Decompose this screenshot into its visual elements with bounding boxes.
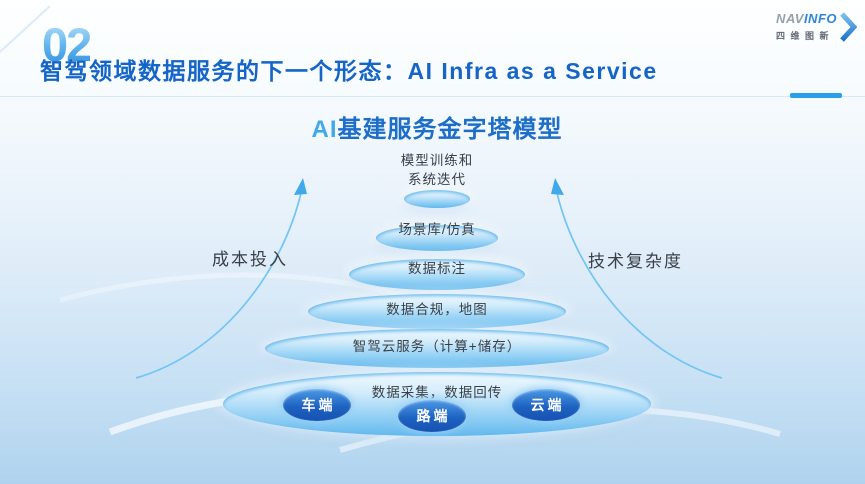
badge-cloud-side: 云端 [512, 389, 580, 421]
header-divider-line [0, 96, 865, 97]
layer-cloud-service-label: 智驾云服务（计算+储存） [352, 339, 522, 354]
layer-cloud-service-ellipse [265, 329, 609, 368]
layer-model-training-label: 模型训练和 系统迭代 [401, 152, 474, 190]
badge-road-side: 路端 [398, 400, 466, 432]
logo-brand-name: NAVINFO [775, 11, 837, 27]
badge-vehicle-side: 车端 [283, 389, 351, 421]
layer-data-collection-label: 数据采集，数据回传 [371, 385, 503, 400]
complexity-axis-label: 技术复杂度 [588, 252, 683, 271]
navinfo-logo: NAVINFO 四维图新 [776, 11, 857, 43]
logo-text: NAVINFO 四维图新 [776, 12, 837, 41]
header-divider-accent [790, 93, 842, 98]
layer-data-annotation-label: 数据标注 [408, 261, 466, 276]
layer-data-annotation-ellipse [349, 259, 525, 290]
layer-model-training-line2: 系统迭代 [408, 171, 466, 187]
layer-model-training-ellipse [404, 190, 470, 208]
layer-data-compliance-map-label: 数据合规，地图 [386, 302, 488, 317]
slide-title: 智驾领域数据服务的下一个形态：AI Infra as a Service [40, 58, 658, 84]
layer-data-compliance-map-ellipse [308, 294, 566, 329]
layer-model-training-line1: 模型训练和 [400, 153, 474, 168]
logo-chevron-icon [840, 12, 857, 42]
cost-axis-label: 成本投入 [212, 250, 288, 269]
diagram-title: AI基建服务金字塔模型 [311, 116, 563, 143]
layer-scenario-simulation-ellipse [376, 225, 498, 251]
layer-scenario-simulation-label: 场景库/仿真 [398, 222, 476, 237]
logo-brand-chinese: 四维图新 [775, 30, 834, 41]
